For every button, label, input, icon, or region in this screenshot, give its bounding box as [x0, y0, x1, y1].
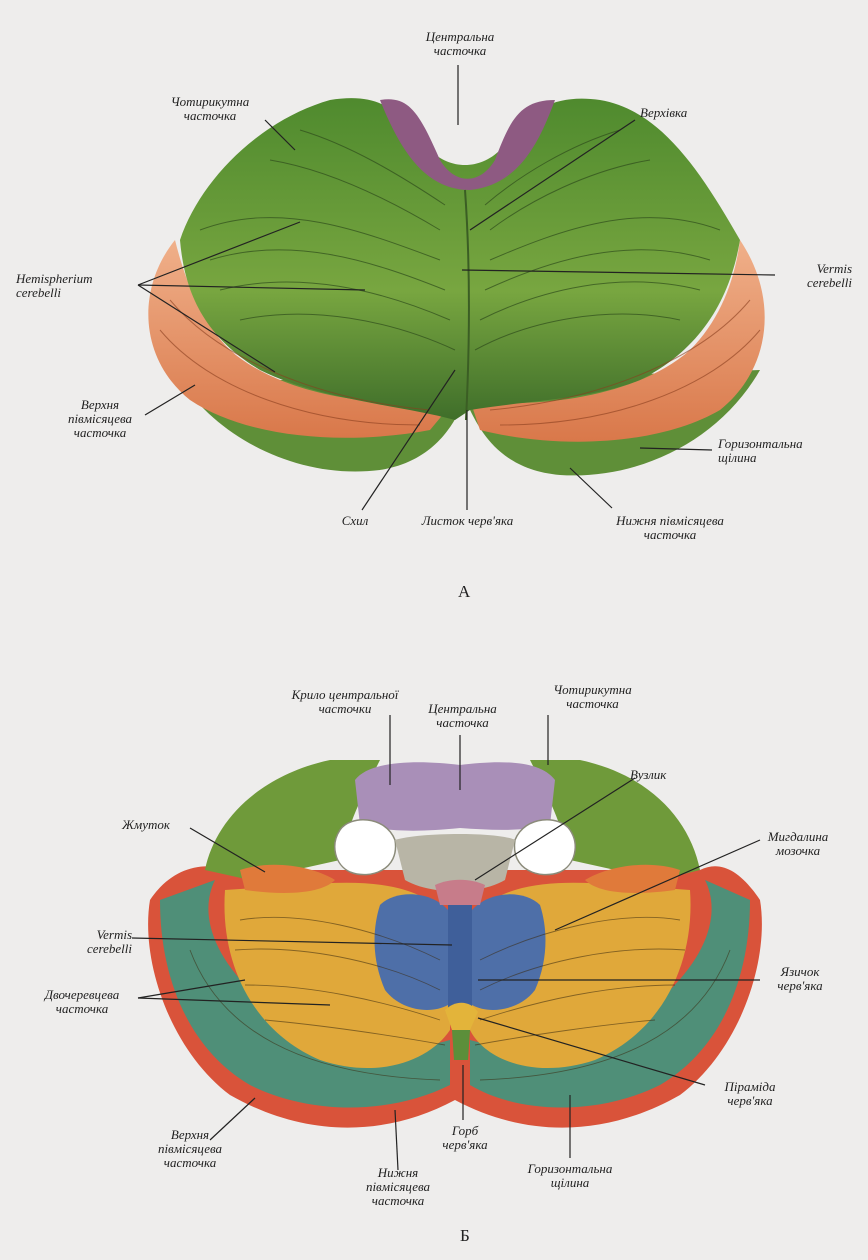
label-wing-central-lobule: Крило центральної часточки: [291, 687, 399, 716]
label-central-lobule-a: Центральна часточка: [425, 29, 495, 58]
flocculus-orange-right: [585, 864, 680, 893]
pyramid-vermis: [445, 1002, 478, 1030]
label-folium: Листок черв'яка: [421, 513, 514, 528]
superior-semilunar-lobule-right: [470, 240, 765, 442]
leader-lines-a: [137, 65, 776, 511]
label-quadrangular-lobule-b: Чотирикутна часточка: [553, 682, 632, 711]
label-inferior-semilunar-b: Нижня півмісяцева часточка: [365, 1165, 431, 1208]
biventral-lobule-left: [224, 882, 450, 1069]
teal-lobule-right: [470, 880, 750, 1108]
hemisphere-superior: [180, 98, 740, 421]
nodulus-region: [435, 879, 485, 905]
label-declive: Схил: [341, 513, 369, 528]
label-vermis-b: Vermis cerebelli: [87, 927, 132, 956]
quadrangular-lobule-inferior: [205, 760, 380, 880]
label-pyramid: Піраміда черв'яка: [724, 1079, 776, 1108]
brainstem-cut: [395, 834, 515, 892]
label-superior-semilunar-b: Верхня півмісяцева часточка: [157, 1127, 223, 1170]
flocculus-orange: [240, 864, 335, 893]
label-nodulus: Вузлик: [630, 767, 667, 782]
tonsil-right: [472, 894, 546, 1010]
cerebellum-superior-view: [137, 65, 776, 511]
label-culmen: Верхівка: [640, 105, 688, 120]
peduncle-section-right: [513, 819, 576, 876]
central-lobule-superior: [380, 99, 555, 190]
tuber-vermis: [452, 1030, 470, 1060]
label-tonsil: Мигдалина мозочка: [767, 829, 829, 858]
uvula: [448, 905, 472, 1010]
vermis-midline: [464, 189, 470, 421]
orange-folia-lines-a: [159, 299, 761, 426]
folia-lines-a: [199, 129, 721, 351]
biventral-lobule-right: [470, 882, 691, 1069]
label-central-lobule-b: Центральна часточка: [428, 701, 497, 730]
label-hemispherium-a: Hemispherium cerebelli: [16, 271, 93, 300]
label-horizontal-fissure-a: Горизонтальна щілина: [718, 436, 803, 465]
label-vermis-a: Vermis cerebelli: [807, 261, 852, 290]
folia-lines-b: [189, 916, 731, 1081]
caption-b: Б: [460, 1226, 470, 1245]
central-lobule-inferior: [355, 762, 555, 831]
label-uvula: Язичок черв'яка: [777, 964, 823, 993]
edge-red-rim: [148, 866, 762, 1128]
teal-lobule-left: [160, 880, 450, 1108]
label-horizontal-fissure-b: Горизонтальна щілина: [527, 1161, 613, 1190]
label-flocculus: Жмуток: [122, 817, 170, 832]
peduncle-section-left: [334, 819, 397, 876]
tonsil-left: [374, 894, 448, 1010]
caption-a: А: [458, 582, 471, 601]
label-tuber: Горб черв'яка: [442, 1123, 488, 1152]
leader-lines-b: [131, 715, 761, 1171]
label-superior-semilunar-a: Верхня півмісяцева часточка: [67, 397, 133, 440]
label-inferior-semilunar-a: Нижня півмісяцева часточка: [616, 513, 724, 542]
label-quadrangular-lobule-a: Чотирикутна часточка: [170, 94, 250, 123]
label-biventral-lobule: Двочеревцева часточка: [44, 987, 120, 1016]
superior-semilunar-lobule-left: [148, 240, 456, 438]
